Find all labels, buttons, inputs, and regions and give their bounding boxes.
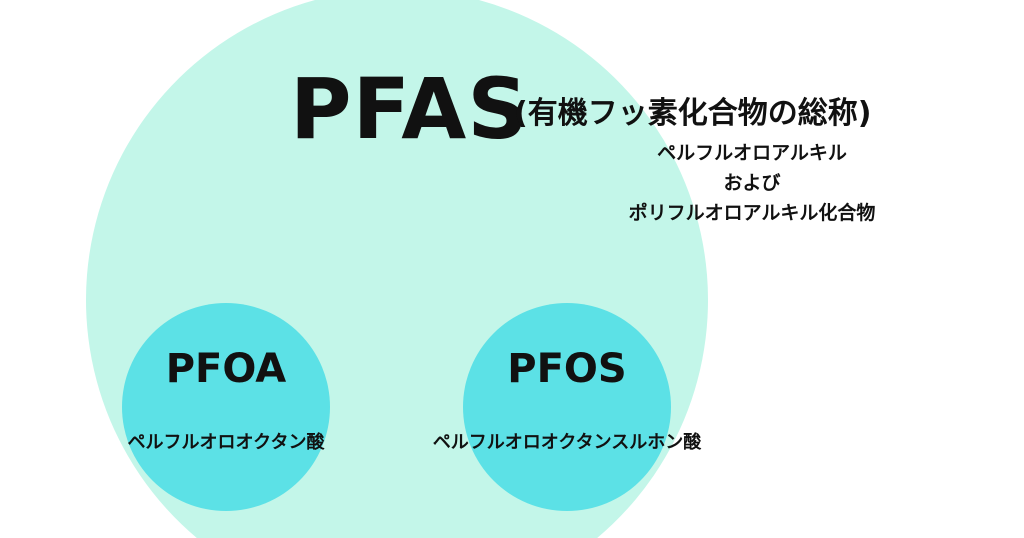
pfas-description: ペルフルオロアルキル および ポリフルオロアルキル化合物 xyxy=(629,138,876,228)
description-line: ペルフルオロアルキル xyxy=(657,142,847,164)
pfos-circle xyxy=(463,303,671,511)
pfoa-circle xyxy=(122,303,330,511)
pfos-title: PFOS xyxy=(507,346,627,392)
pfoa-title: PFOA xyxy=(165,346,287,392)
description-line: および xyxy=(723,172,781,194)
pfos-name: ペルフルオロオクタンスルホン酸 xyxy=(432,432,702,453)
pfoa-name: ペルフルオロオクタン酸 xyxy=(127,432,325,453)
pfas-title: PFAS xyxy=(290,60,529,158)
pfas-subtitle: (有機フッ素化合物の総称) xyxy=(514,96,872,131)
description-line: ポリフルオロアルキル化合物 xyxy=(628,202,876,224)
